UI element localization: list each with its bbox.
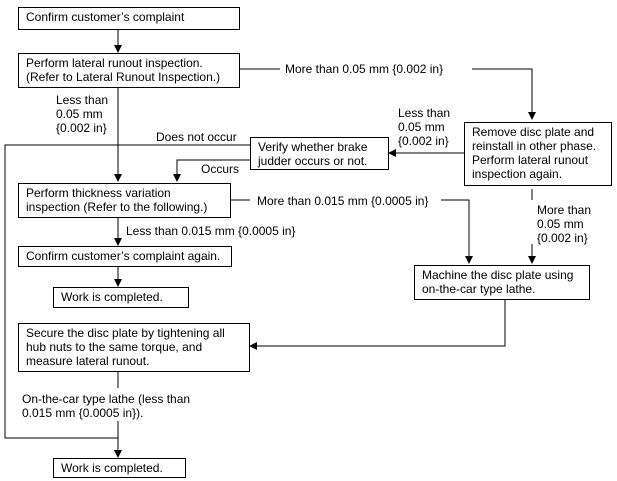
arrow-verify-occurs [173,159,250,182]
label-more-than-0015: More than 0.015 mm {0.0005 in} [257,194,429,208]
label-lathe-note: On-the-car type lathe (less than 0.015 m… [22,392,191,420]
box-verify-judder: Verify whether brake judder occurs or no… [250,137,389,170]
box-remove-disc: Remove disc plate and reinstall in other… [464,122,612,186]
label-less-than-0015: Less than 0.015 mm {0.0005 in} [126,224,296,238]
label-more-than-005-b: More than 0.05 mm {0.002 in} [537,203,592,245]
label-more-than-005-a: More than 0.05 mm {0.002 in} [285,62,444,76]
arrow-thickness-to-machine-b [441,199,473,264]
box-lateral-runout: Perform lateral runout inspection. (Refe… [18,53,240,88]
box-machine-disc: Machine the disc plate using on-the-car … [414,265,590,300]
box-thickness-variation: Perform thickness variation inspection (… [18,183,231,218]
label-less-than-005-a: Less than 0.05 mm {0.002 in} [56,93,109,135]
arrow-lateral-to-remove-b [472,68,536,120]
label-does-not-occur: Does not occur [156,130,237,144]
label-occurs: Occurs [201,162,240,176]
label-less-than-005-b: Less than 0.05 mm {0.002 in} [398,106,451,148]
arrow-verify-does-not-occur [4,144,250,439]
box-work-completed-1: Work is completed. [53,287,189,308]
arrow-machine-to-secure [249,299,506,350]
box-work-completed-2: Work is completed. [53,458,186,478]
box-confirm-again: Confirm customer’s complaint again. [18,246,232,267]
box-secure-disc: Secure the disc plate by tightening all … [18,323,250,372]
box-confirm-complaint: Confirm customer’s complaint [18,7,240,30]
